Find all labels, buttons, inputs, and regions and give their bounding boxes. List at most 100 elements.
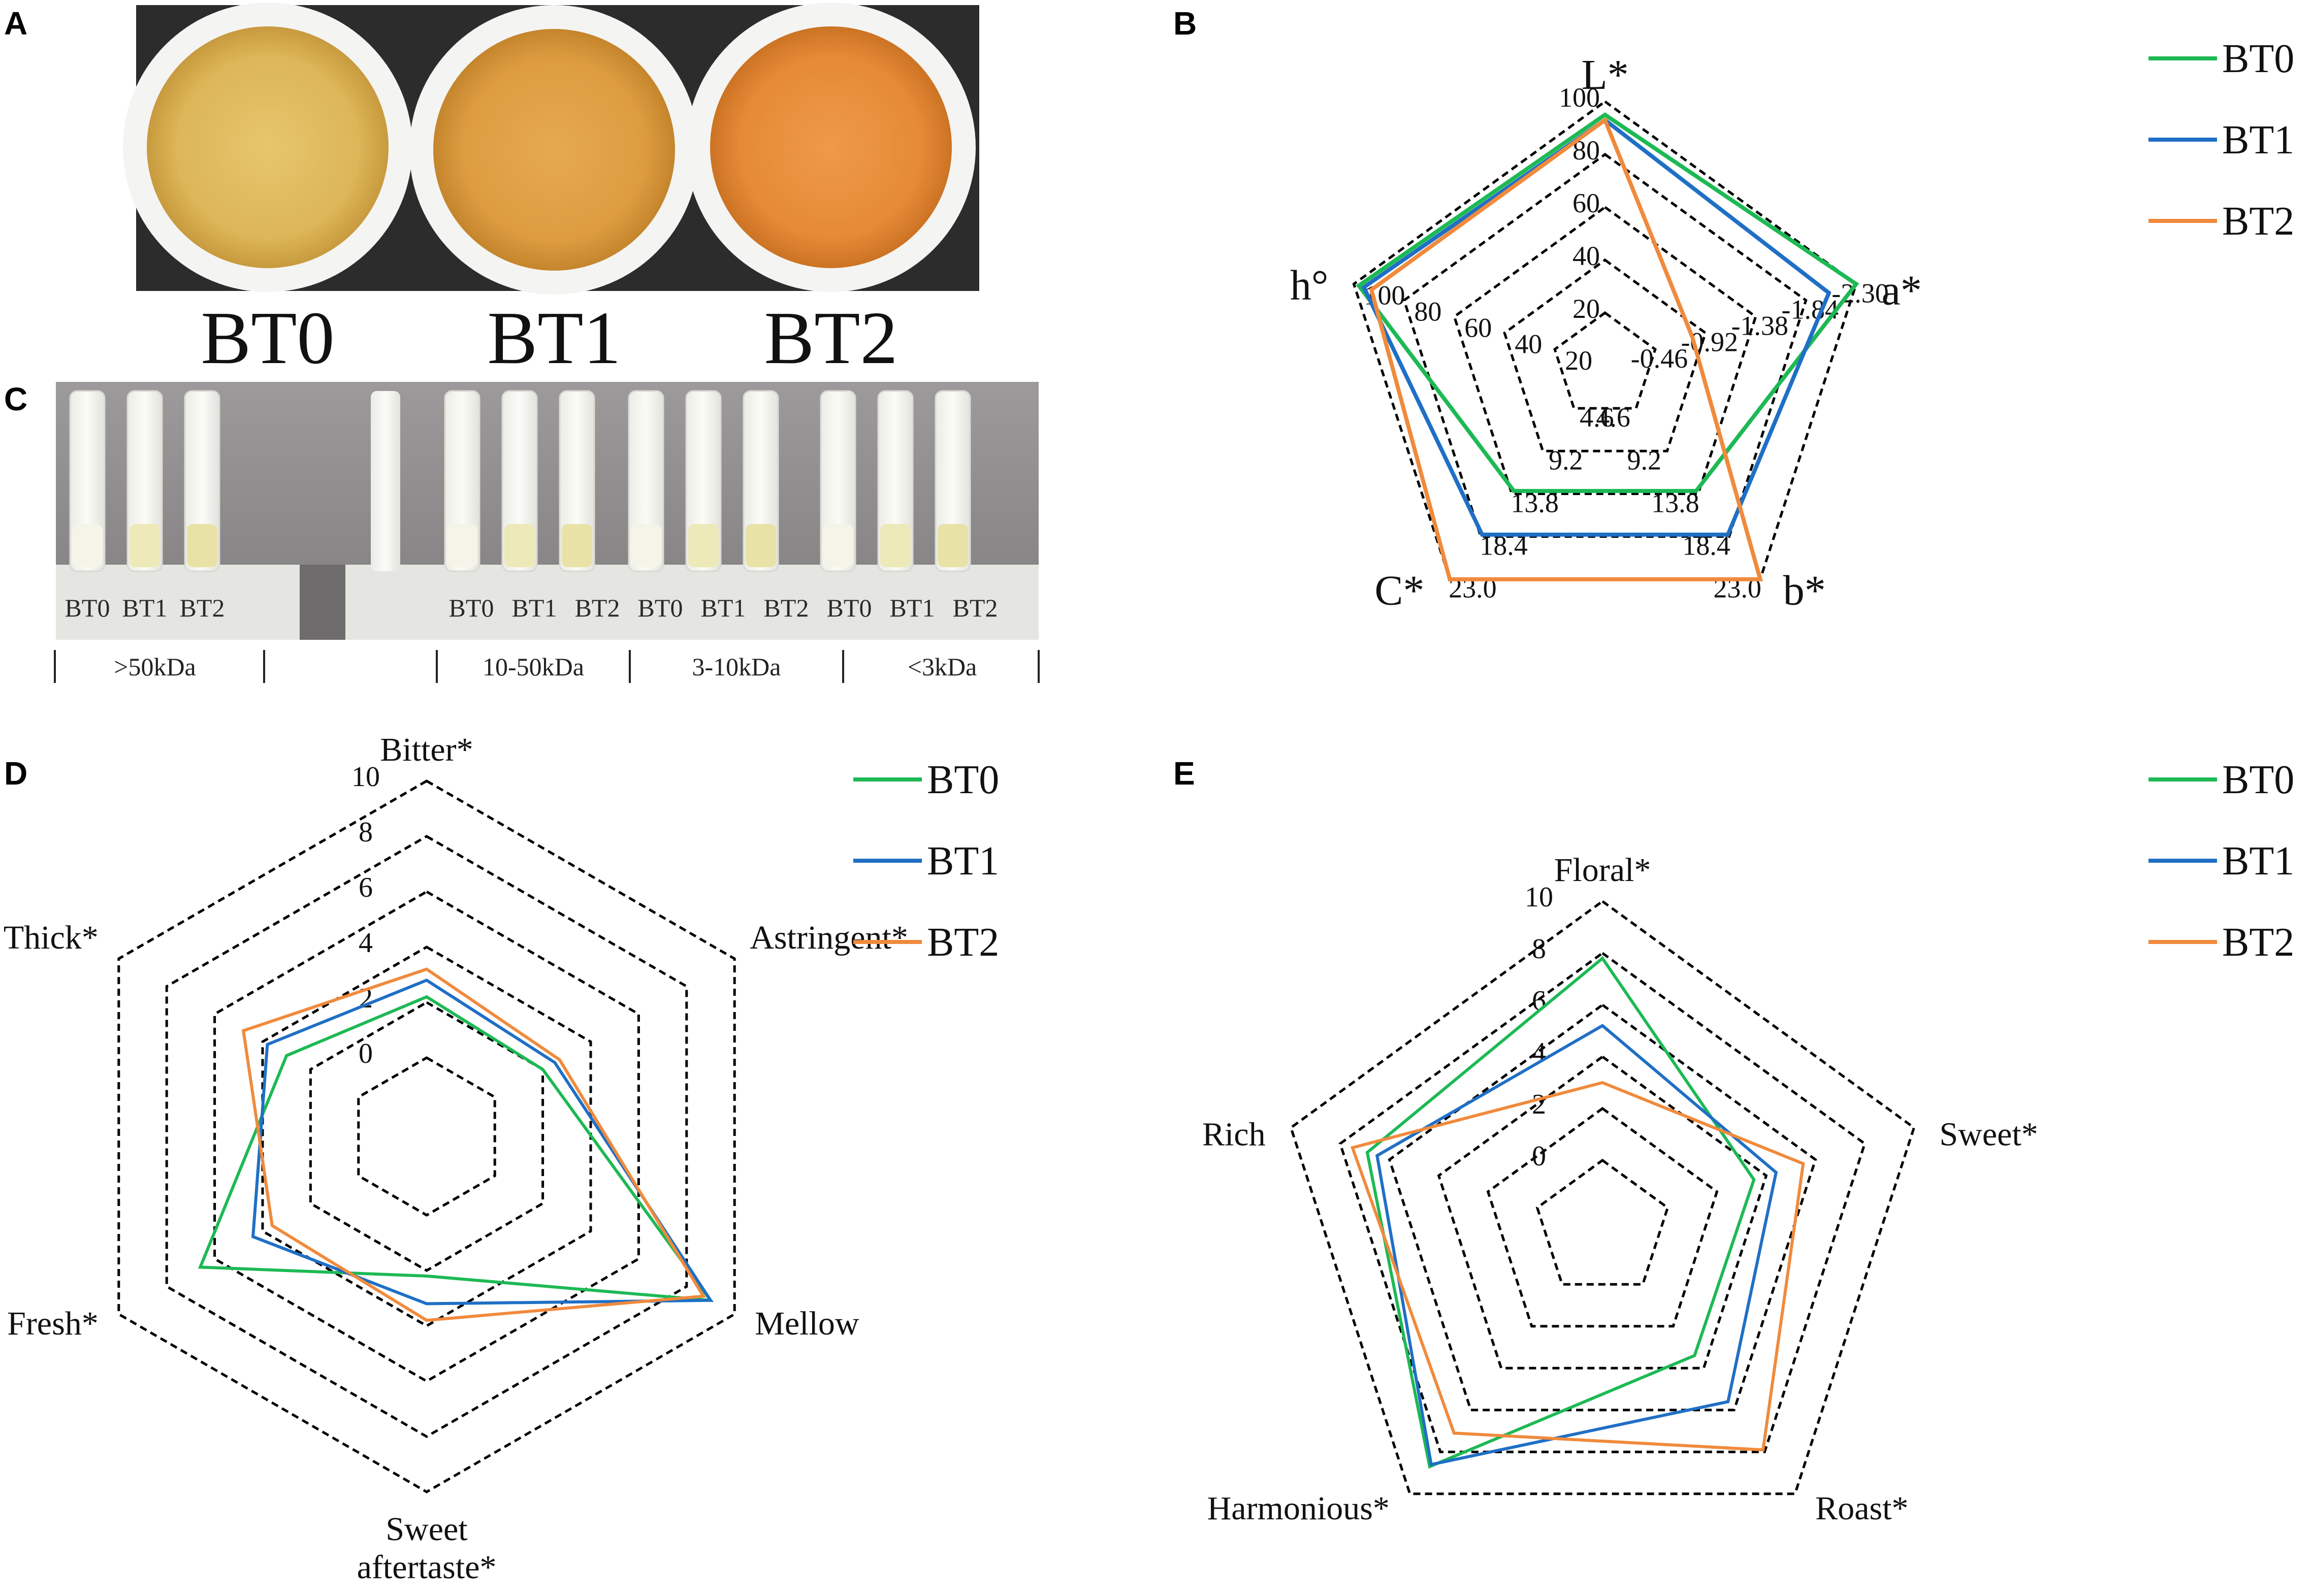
radar-b-axis-labels: L* a* b* C* h°	[1290, 51, 1922, 614]
radar-b-axis-l: L*	[1581, 51, 1628, 99]
radar-e-series-bt2	[1350, 1081, 1805, 1452]
radar-e-axis-rich: Rich	[1202, 1116, 1266, 1153]
radar-d-axis-thick: Thick*	[4, 919, 99, 956]
fraction-label-gt50: >50kDa	[114, 653, 196, 681]
radar-e-legend-label-bt2: BT2	[2222, 920, 2294, 965]
radar-e-legend-label-bt1: BT1	[2222, 839, 2294, 884]
tube-label: BT0	[827, 594, 872, 622]
tube	[820, 390, 856, 572]
tea-cup-bt1	[409, 5, 699, 295]
radar-e-legend-label-bt0: BT0	[2222, 758, 2294, 802]
panel-a: A BT0 BT1 BT2	[4, 3, 979, 380]
radar-e-tick: 10	[1525, 882, 1553, 913]
tube-label: BT1	[122, 594, 168, 622]
tube-rack-left	[56, 565, 300, 640]
tea-cup-bt2	[686, 3, 976, 292]
radar-b-tick-c: 4.6	[1580, 402, 1614, 433]
tube-rack-right	[345, 565, 1039, 640]
radar-b-legend-label-bt2: BT2	[2222, 199, 2294, 244]
tube-label: BT2	[953, 594, 998, 622]
radar-d-tick: 0	[359, 1038, 373, 1069]
radar-e-grid-ring	[1535, 1158, 1670, 1286]
radar-e-grid	[1289, 899, 1916, 1495]
radar-e-tick: 8	[1532, 933, 1546, 965]
radar-b-tick-labels: 20406080100-0.46-0.92-1.38-1.84-2.304.69…	[1364, 82, 1889, 604]
radar-d-series-bt0	[198, 995, 714, 1302]
tube	[685, 390, 722, 572]
radar-d-tick: 6	[359, 872, 373, 903]
tube-label: BT1	[890, 594, 935, 622]
tube	[559, 390, 595, 572]
radar-b-tick-l: 40	[1572, 241, 1600, 271]
radar-b-axis-c: C*	[1374, 567, 1424, 614]
radar-b-tick-b: 4.6	[1596, 402, 1630, 433]
radar-d-axis-bitter: Bitter*	[380, 731, 473, 768]
radar-b-tick-c: 9.2	[1549, 445, 1583, 475]
radar-b-tick-l: 60	[1572, 188, 1600, 218]
radar-b-series	[1356, 112, 1859, 581]
radar-b-axis-h: h°	[1290, 262, 1329, 309]
tube	[877, 390, 914, 572]
radar-e-series-bt1	[1375, 1024, 1778, 1467]
panel-letter-e: E	[1173, 755, 1195, 792]
radar-b-series-bt2	[1369, 117, 1763, 581]
tube-label: BT0	[65, 594, 110, 622]
radar-b-tick-h: 60	[1464, 313, 1492, 343]
tube	[444, 390, 480, 572]
radar-d-series	[198, 967, 714, 1322]
panel-letter-c: C	[4, 381, 27, 417]
tube	[501, 390, 538, 572]
radar-e-grid-ring	[1437, 1055, 1768, 1370]
radar-d-grid-ring	[261, 946, 592, 1327]
radar-e-axis-sweet: Sweet*	[1939, 1116, 2038, 1153]
radar-b-tick-l: 20	[1572, 294, 1600, 324]
radar-d-grid-ring	[165, 835, 688, 1438]
tube	[935, 390, 971, 572]
radar-b-axis-b: b*	[1783, 567, 1826, 614]
cup-label-bt1: BT1	[487, 297, 621, 380]
fraction-labels: >50kDa 10-50kDa 3-10kDa <3kDa	[54, 650, 1040, 683]
radar-e-axis-harmonious: Harmonious*	[1207, 1490, 1390, 1527]
radar-e-axis-labels: Floral*Sweet*Roast*Harmonious*Rich	[1202, 852, 2038, 1527]
radar-d-legend-label-bt2: BT2	[927, 920, 999, 965]
radar-e-legend-item-bt0: BT0	[2148, 758, 2294, 802]
radar-d-series-bt1	[251, 979, 714, 1306]
radar-d-grid-ring	[117, 779, 736, 1493]
radar-d-tick: 10	[351, 761, 380, 793]
ultrafiltration-tubes	[69, 390, 971, 572]
radar-d-legend-label-bt0: BT0	[927, 758, 999, 802]
radar-e-grid-ring	[1388, 1003, 1817, 1412]
panel-b-color-radar: B 20406080100-0.46-0.92-1.38-1.84-2.304.…	[1173, 5, 2294, 614]
radar-d-tick: 8	[359, 817, 373, 848]
radar-b-tick-h: 20	[1565, 345, 1592, 376]
radar-b-legend-item-bt1: BT1	[2148, 118, 2294, 162]
cup-label-bt2: BT2	[764, 297, 897, 380]
radar-d-tick: 4	[359, 927, 373, 959]
radar-b-legend-label-bt0: BT0	[2222, 37, 2294, 81]
tube	[69, 390, 106, 572]
radar-d-grid-ring	[309, 1001, 544, 1272]
radar-b-axis-a: a*	[1882, 267, 1922, 314]
radar-e-tick: 2	[1532, 1089, 1546, 1120]
radar-b-tick-l: 100	[1559, 82, 1600, 113]
radar-d-series-bt2	[241, 967, 706, 1322]
radar-d-legend-item-bt1: BT1	[853, 839, 999, 884]
radar-e-tick: 0	[1532, 1141, 1546, 1172]
tube-label: BT2	[764, 594, 809, 622]
radar-b-grid-ring	[1453, 205, 1757, 495]
radar-e-grid-ring	[1289, 899, 1916, 1495]
tube	[184, 390, 220, 572]
radar-d-legend-item-bt2: BT2	[853, 920, 999, 965]
radar-d-axis-astringent: Astringent*	[750, 919, 908, 956]
radar-e-grid-ring	[1486, 1106, 1719, 1328]
cup-label-bt0: BT0	[201, 297, 334, 380]
tube	[628, 390, 664, 572]
radar-b-tick-a: -0.46	[1631, 343, 1688, 374]
radar-d-axis-labels: Bitter*Astringent*MellowSweetaftertaste*…	[4, 731, 908, 1586]
radar-d-axis-fresh: Fresh*	[7, 1305, 99, 1342]
